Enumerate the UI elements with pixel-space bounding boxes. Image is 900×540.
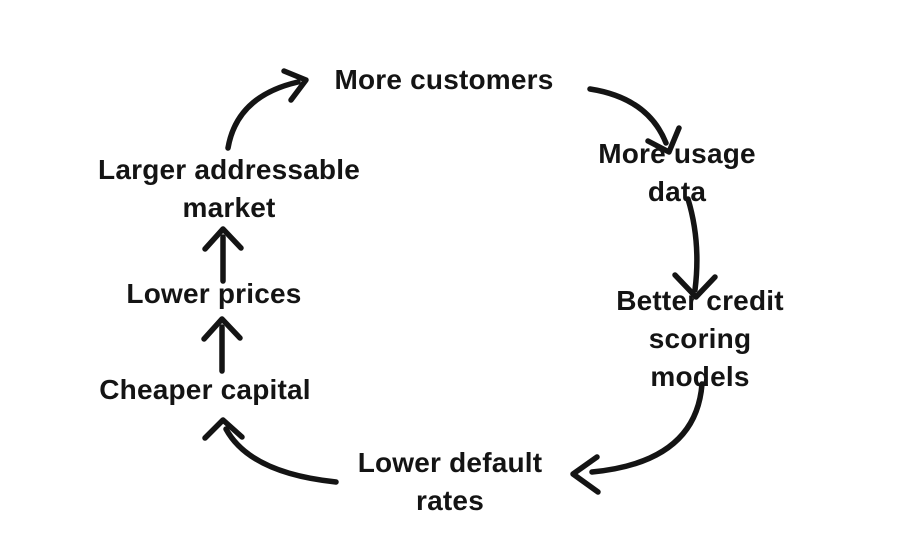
node-lower-prices: Lower prices xyxy=(126,278,302,309)
node-larger-addressable-market: Larger addressable market xyxy=(98,154,360,223)
arrow-usage-data-to-scoring-models-icon xyxy=(672,196,718,300)
node-more-customers: More customers xyxy=(334,64,554,95)
arrow-more-customers-to-usage-data-icon xyxy=(587,86,682,155)
node-better-credit-scoring-models: Better credit scoring models xyxy=(616,285,784,392)
node-more-usage-data: More usage data xyxy=(598,138,756,207)
arrow-lower-prices-to-larger-market-icon xyxy=(202,226,244,284)
arrow-default-rates-to-cheaper-capital-icon xyxy=(202,417,339,485)
arrow-scoring-models-to-default-rates-icon xyxy=(570,381,705,495)
node-lower-default-rates: Lower default rates xyxy=(357,447,543,516)
node-cheaper-capital: Cheaper capital xyxy=(99,374,311,405)
arrow-cheaper-capital-to-lower-prices-icon xyxy=(201,316,243,374)
arrow-larger-market-to-more-customers-icon xyxy=(225,68,309,151)
